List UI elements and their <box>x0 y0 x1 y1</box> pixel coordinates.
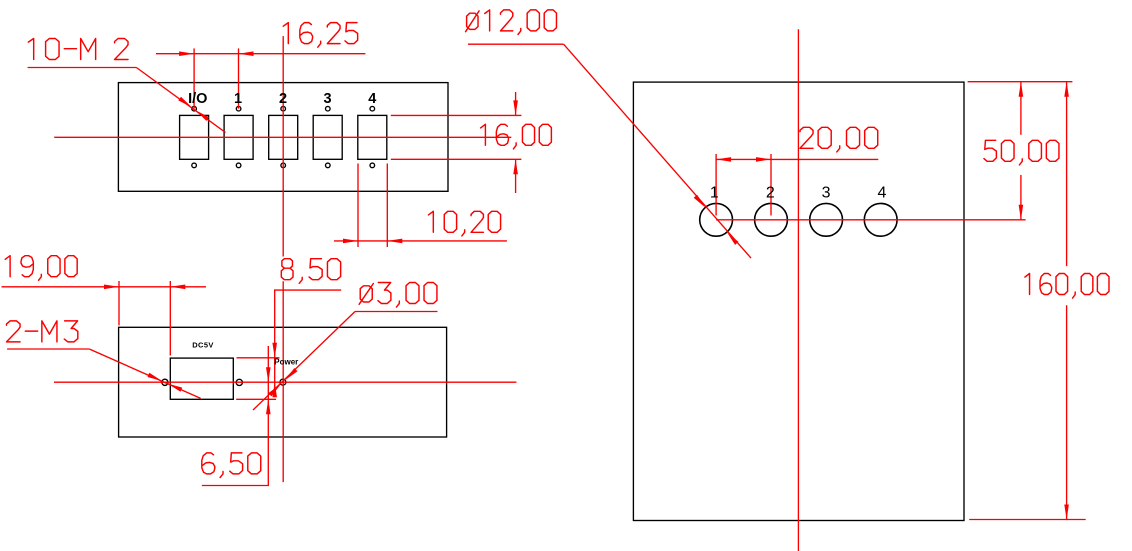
svg-text:3: 3 <box>324 91 332 107</box>
svg-text:1: 1 <box>710 185 719 202</box>
svg-text:4: 4 <box>368 91 376 107</box>
svg-text:3: 3 <box>822 185 831 202</box>
svg-text:I/O: I/O <box>188 91 207 107</box>
svg-text:2: 2 <box>766 185 775 202</box>
svg-text:DC5V: DC5V <box>192 340 214 349</box>
svg-text:2: 2 <box>279 91 287 107</box>
svg-text:1: 1 <box>234 91 242 107</box>
svg-text:4: 4 <box>877 185 886 202</box>
svg-text:Power: Power <box>274 358 298 367</box>
